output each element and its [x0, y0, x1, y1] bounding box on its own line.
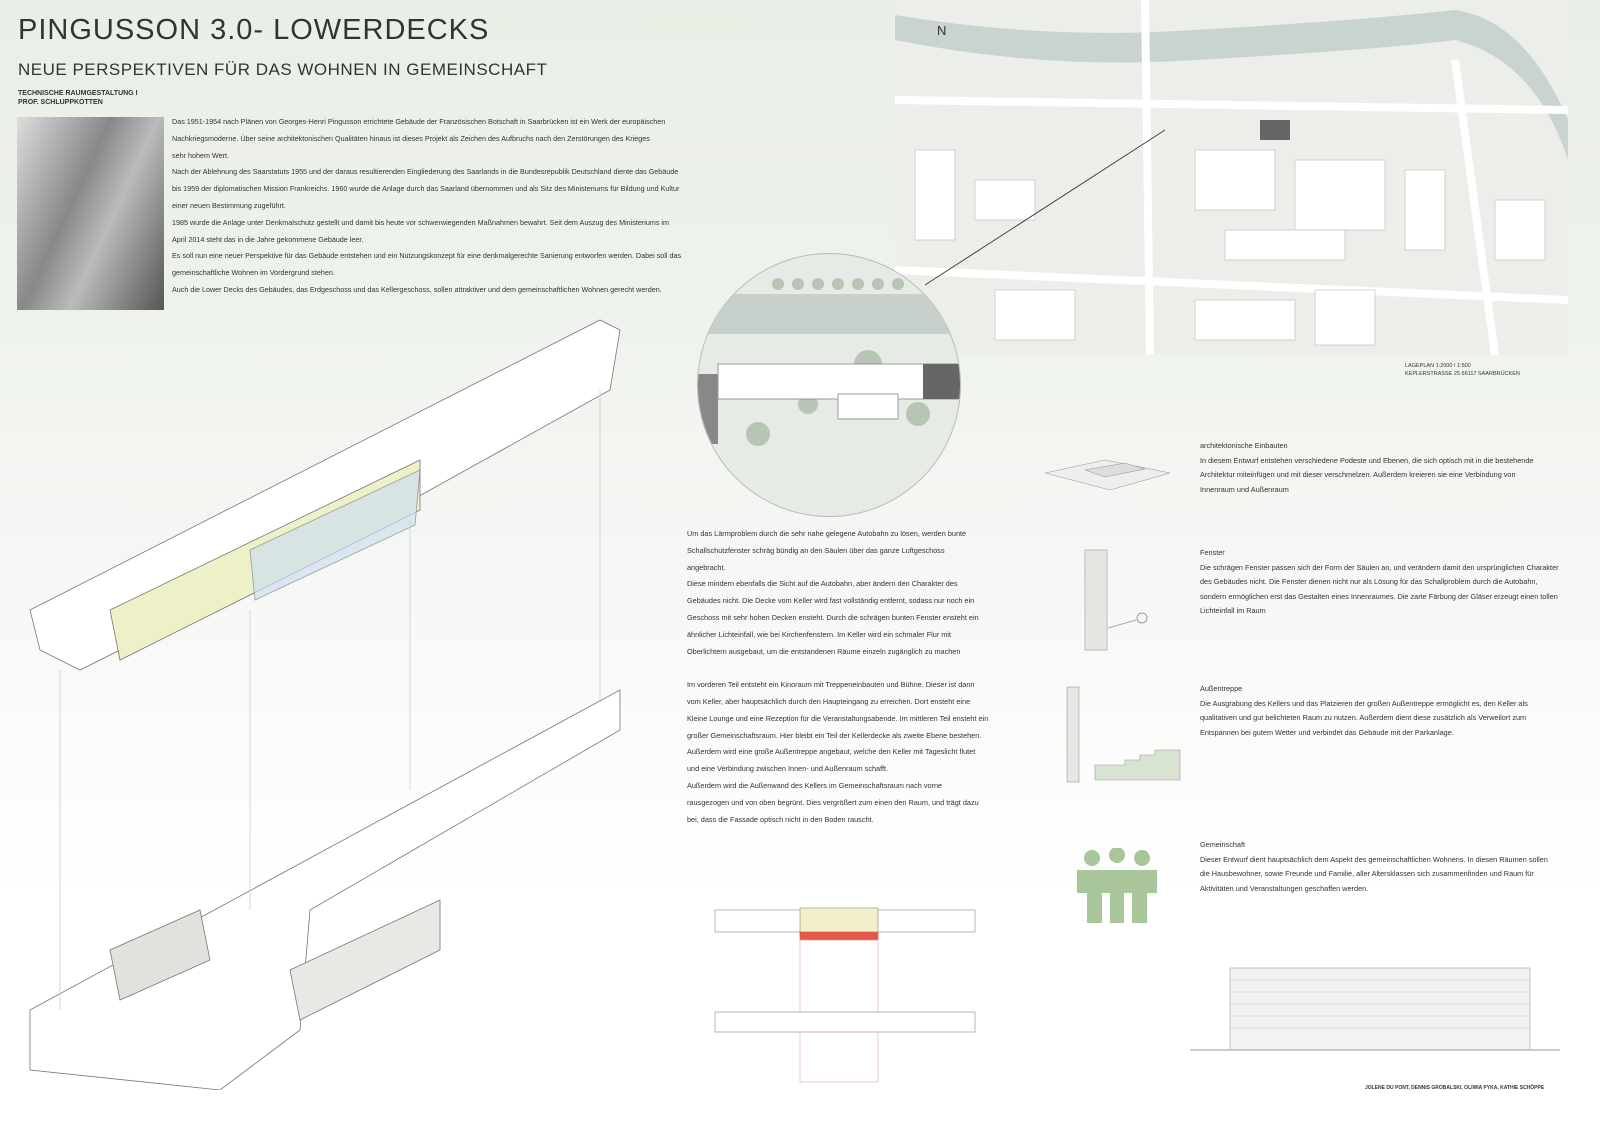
feature-text: Die Ausgrabung des Kellers und das Platz…	[1200, 698, 1528, 737]
intro-line: Das 1951-1954 nach Plänen von Georges-He…	[172, 117, 666, 126]
intro-line: einer neuen Bestimmung zugeführt.	[172, 200, 286, 210]
body-line: Geschoss mit sehr hohen Decken ensteht. …	[687, 612, 979, 622]
body-line: großer Gemeinschaftsraum. Hier bleibt ei…	[687, 730, 982, 740]
body-line: rausgezogen und von oben begrünt. Dies v…	[687, 797, 979, 807]
body-line: Diese mindern ebenfalls die Sicht auf di…	[687, 579, 958, 589]
axonometric-drawing	[29, 319, 621, 1090]
window-icon	[1084, 549, 1148, 651]
community-people-icon	[1077, 848, 1157, 923]
feature-architectural-installations: architektonische Einbauten In diesem Entw…	[1200, 439, 1550, 497]
detail-plan-drawing	[698, 278, 960, 446]
body-line: ähnlicher Lichteinfall, wie bei Kirchenf…	[687, 629, 952, 639]
feature-title: Außentreppe	[1200, 684, 1243, 693]
feature-text: Dieser Entwurf dient hauptsächlich dem A…	[1200, 854, 1548, 893]
body-line: Außerdem wird eine große Außentreppe ang…	[687, 747, 976, 757]
body-line: angebracht.	[687, 562, 726, 572]
facade-elevation	[1190, 967, 1560, 1051]
course-name: TECHNISCHE RAUMGESTALTUNG I	[18, 90, 138, 97]
body-line: und eine Verbindung zwischen Innen- und …	[687, 764, 889, 774]
intro-line: Auch die Lower Decks des Gebäudes, das E…	[172, 284, 662, 294]
feature-text: In diesem Entwurf entstehen verschiedene…	[1200, 455, 1534, 494]
intro-line: 1985 wurde die Anlage unter Denkmalschut…	[172, 217, 669, 227]
body-line: Im vorderen Teil entsteht ein Kinoraum m…	[687, 680, 975, 690]
design-description: Um das Lärmproblem durch die sehr nahe g…	[687, 526, 1017, 828]
intro-line: gemeinschaftliche Wohnen im Vordergrund …	[172, 268, 335, 278]
feature-text: Die schrägen Fenster passen sich der For…	[1200, 562, 1559, 616]
feature-title: architektonische Einbauten	[1200, 441, 1288, 450]
intro-line: bis 1959 der diplomatischen Mission Fran…	[172, 184, 680, 194]
north-arrow-label: N	[937, 23, 946, 38]
outdoor-stair-icon	[1066, 686, 1181, 783]
site-plan-drawing: N	[895, 0, 1568, 355]
intro-line: Es soll nun eine neuer Perspektive für d…	[172, 251, 682, 261]
poster-subtitle: NEUE PERSPEKTIVEN FÜR DAS WOHNEN IN GEME…	[18, 60, 548, 79]
site-plan-map: N	[895, 0, 1568, 355]
floor-plans	[714, 907, 976, 1083]
detail-plan-circle	[697, 253, 961, 517]
body-line: Kleine Lounge und eine Rezeption für die…	[687, 713, 989, 723]
body-line: Außerdem wird die Außenwand des Kellers …	[687, 780, 943, 790]
intro-line: Nachkriegsmoderne. Über seine architekto…	[172, 133, 650, 143]
authors-credits: JOLENE DU PONT, DENNIS GROBALSKI, OLIWIA…	[1365, 1085, 1545, 1091]
body-line: Schallschutzfenster schräg bündig an den…	[687, 545, 945, 555]
intro-line: April 2014 steht das in die Jahre gekomm…	[172, 234, 364, 244]
intro-line: sehr hohem Wert.	[172, 150, 229, 160]
poster-title: PINGUSSON 3.0- LOWERDECKS	[18, 14, 490, 46]
body-line: bei, dass die Fassade optisch nicht in d…	[687, 814, 874, 824]
feature-title: Fenster	[1200, 548, 1225, 557]
site-plan-address: KEPLERSTRASSE 25 66117 SAARBRÜCKEN	[1405, 371, 1520, 377]
site-plan-caption: LAGEPLAN 1:2000 / 1:500 KEPLERSTRASSE 25…	[1405, 362, 1520, 378]
body-line: Um das Lärmproblem durch die sehr nahe g…	[687, 529, 967, 538]
intro-line: Nach der Ablehnung des Saarstatuts 1955 …	[172, 167, 679, 177]
body-line: vom Keller, aber hauptsächlich durch den…	[687, 696, 971, 706]
professor-name: PROF. SCHLUPPKOTTEN	[18, 99, 103, 106]
site-plan-scale: LAGEPLAN 1:2000 / 1:500	[1405, 363, 1471, 369]
body-line: Gebäudes nicht. Die Decke vom Keller wir…	[687, 596, 975, 606]
body-line: Oberlichtern ausgebaut, um die entstande…	[687, 646, 961, 656]
course-info: TECHNISCHE RAUMGESTALTUNG I PROF. SCHLUP…	[18, 89, 138, 107]
intro-text: Das 1951-1954 nach Plänen von Georges-He…	[172, 114, 732, 299]
feature-title: Gemeinschaft	[1200, 840, 1246, 849]
building-photo	[17, 117, 164, 310]
platform-icon	[1045, 459, 1171, 491]
